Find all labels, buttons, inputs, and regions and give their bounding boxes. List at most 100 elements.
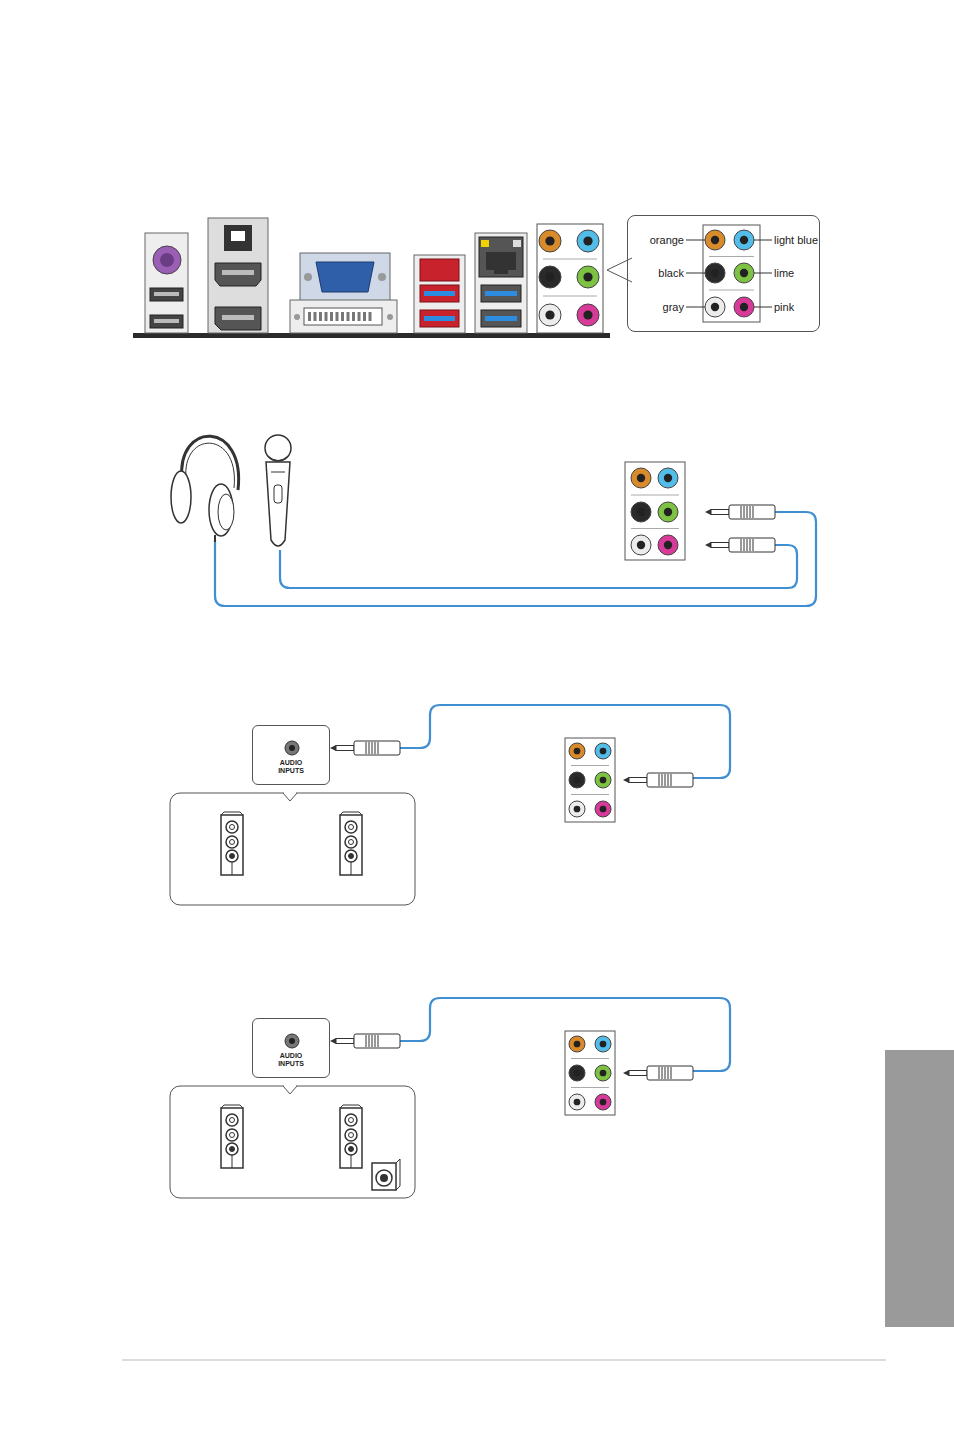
art-part — [740, 269, 748, 277]
art-part — [545, 236, 554, 245]
art-part — [230, 1147, 235, 1152]
art-part — [671, 774, 672, 786]
art-part — [284, 792, 296, 794]
audio-jack-panel — [565, 1031, 615, 1115]
art-part — [662, 1067, 663, 1079]
art-part — [741, 506, 742, 518]
art-part — [345, 850, 357, 862]
art-part — [289, 1038, 295, 1044]
art-part — [372, 1035, 373, 1047]
art-part — [671, 1067, 672, 1079]
art-part — [711, 543, 729, 548]
art-part — [226, 836, 238, 848]
art-part — [340, 1105, 362, 1108]
art-part — [369, 312, 372, 321]
art-part — [325, 312, 328, 321]
art-part — [583, 272, 592, 281]
audio-jack — [577, 230, 599, 252]
jack-color-label: lime — [774, 266, 794, 280]
art-part — [665, 1067, 666, 1079]
audio-jack — [658, 502, 678, 522]
art-part — [711, 510, 729, 515]
art-part — [222, 315, 254, 320]
port-label: AUDIO INPUTS — [274, 1052, 308, 1068]
audio-jack — [539, 230, 561, 252]
jack-color-label: light blue — [774, 233, 818, 247]
art-part — [351, 862, 352, 875]
art-part — [583, 236, 592, 245]
art-part — [629, 1071, 647, 1076]
art-part — [664, 541, 672, 549]
art-part — [294, 314, 300, 320]
audio-jack — [631, 535, 651, 555]
audio-jack — [595, 801, 611, 817]
art-part — [543, 259, 597, 260]
art-part — [314, 312, 317, 321]
art-part — [349, 825, 354, 830]
art-part — [711, 236, 719, 244]
optical-port — [224, 225, 252, 251]
art-part — [662, 774, 663, 786]
art-part — [387, 314, 393, 320]
ps2-port — [153, 246, 181, 274]
leader-line — [754, 240, 772, 241]
art-part — [729, 538, 775, 552]
art-part — [349, 1133, 354, 1138]
art-part — [221, 1108, 243, 1168]
art-part — [330, 312, 333, 321]
art-part — [623, 1070, 629, 1076]
art-part — [600, 748, 607, 755]
audio-inputs-box: AUDIO INPUTS — [252, 1018, 330, 1078]
art-part — [369, 1035, 370, 1047]
art-part — [647, 773, 693, 787]
art-part — [230, 1133, 235, 1138]
art-part — [226, 1143, 238, 1155]
audio-jack — [734, 297, 754, 317]
art-part — [637, 508, 645, 516]
usb-port — [150, 288, 183, 301]
art-part — [378, 1035, 379, 1047]
art-part — [574, 777, 581, 784]
audio-jack — [569, 743, 585, 759]
audio-jack — [658, 535, 678, 555]
art-part — [571, 794, 609, 795]
lan-port — [479, 237, 523, 277]
art-part — [171, 471, 191, 523]
displayport — [215, 307, 261, 330]
art-part — [340, 812, 362, 815]
art-part — [304, 273, 312, 281]
audio-jack-panel — [703, 225, 760, 322]
art-part — [659, 1067, 660, 1079]
callout-pointer — [283, 1086, 297, 1094]
art-part — [186, 443, 235, 488]
art-part — [376, 1170, 392, 1186]
art-part — [345, 1114, 357, 1126]
art-part — [600, 777, 607, 784]
speaker-group-box — [170, 793, 415, 905]
usb3-port — [420, 310, 459, 327]
art-part — [485, 316, 517, 321]
speaker-group-box — [170, 1086, 415, 1198]
art-part — [358, 312, 361, 321]
audio-jack — [539, 266, 561, 288]
speaker — [221, 812, 243, 875]
art-part — [545, 272, 554, 281]
art-part — [154, 319, 179, 323]
lan-usb-block — [475, 233, 527, 333]
art-part — [741, 539, 742, 551]
jack-color-label: gray — [663, 300, 684, 314]
leader-line — [754, 307, 772, 308]
art-part — [396, 1159, 400, 1190]
art-part — [232, 1155, 233, 1168]
section-tab — [885, 1050, 954, 1327]
headphone — [182, 436, 239, 490]
usb3-port — [481, 310, 521, 327]
art-part — [340, 1108, 362, 1168]
art-part — [744, 506, 745, 518]
audio-jack — [631, 468, 651, 488]
art-part — [424, 291, 455, 296]
art-part — [668, 1067, 669, 1079]
art-part — [481, 240, 489, 247]
audio-cable — [398, 998, 730, 1071]
art-part — [740, 303, 748, 311]
